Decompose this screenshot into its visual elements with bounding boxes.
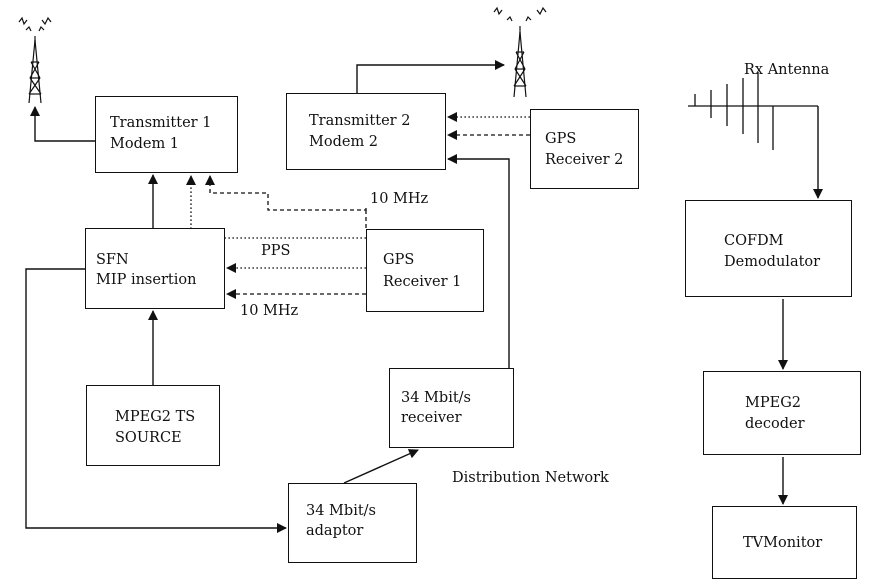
gps1-line2: Receiver 1 — [383, 274, 462, 290]
adaptor34-line1: 34 Mbit/s — [306, 503, 376, 519]
cofdm-line2: Demodulator — [724, 254, 821, 270]
gps1-10mhz-to-tx1-connector — [205, 175, 367, 211]
tx2-to-tower2-connector — [356, 60, 505, 93]
sfn-to-adaptor-connector — [25, 268, 287, 533]
ten-mhz-bottom-label: 10 MHz — [240, 303, 299, 319]
rx-antenna-icon — [688, 72, 818, 150]
mpeg2ts-line2: SOURCE — [115, 430, 182, 446]
gps-receiver-1-box: GPS Receiver 1 — [366, 229, 484, 312]
adaptor-34mbit-box: 34 Mbit/s adaptor — [288, 483, 417, 563]
mpeg2-decoder-box: MPEG2 decoder — [703, 371, 861, 455]
transmitter-2-modem-2-box: Transmitter 2 Modem 2 — [286, 93, 446, 170]
gps1-pps-to-tx1-connector — [186, 175, 366, 239]
tx1-line2: Modem 1 — [110, 136, 180, 152]
gps1-line1: GPS — [383, 252, 415, 268]
rx34-line1: 34 Mbit/s — [401, 390, 471, 406]
tx2-line2: Modem 2 — [309, 134, 379, 150]
tx-tower-2-icon — [493, 6, 547, 98]
cofdm-demodulator-box: COFDM Demodulator — [685, 200, 852, 297]
receiver-34mbit-box: 34 Mbit/s receiver — [389, 368, 514, 448]
mpeg2ts-line1: MPEG2 TS — [115, 409, 196, 425]
transmitter-1-modem-1-box: Transmitter 1 Modem 1 — [95, 96, 238, 173]
sfn-line1: SFN — [96, 252, 129, 268]
sfn-mip-insertion-box: SFN MIP insertion — [85, 228, 225, 309]
tx-tower-1-icon — [18, 16, 52, 104]
gps2-line2: Receiver 2 — [545, 152, 624, 168]
mpeg2-ts-source-box: MPEG2 TS SOURCE — [86, 385, 220, 466]
adaptor-to-receiver-connector — [343, 449, 419, 484]
tx2-line1: Transmitter 2 — [309, 113, 411, 129]
tx1-to-tower1-connector — [30, 106, 95, 142]
pps-label: PPS — [261, 243, 291, 259]
gps2-line1: GPS — [545, 131, 577, 147]
distribution-network-label: Distribution Network — [452, 470, 609, 486]
adaptor34-line2: adaptor — [306, 523, 364, 539]
mpeg2dec-line2: decoder — [745, 416, 805, 432]
rx34-line2: receiver — [401, 410, 462, 426]
gps-receiver-2-box: GPS Receiver 2 — [530, 109, 639, 189]
ten-mhz-top-label: 10 MHz — [370, 191, 429, 207]
tx1-line1: Transmitter 1 — [110, 115, 212, 131]
tvmonitor-line1: TVMonitor — [743, 535, 823, 551]
sfn-line2: MIP insertion — [96, 272, 197, 288]
receiver-to-tx2-connector — [447, 154, 510, 368]
mpeg2dec-line1: MPEG2 — [745, 395, 801, 411]
tv-monitor-box: TVMonitor — [712, 506, 857, 579]
cofdm-line1: COFDM — [724, 233, 784, 249]
rx-antenna-label: Rx Antenna — [744, 62, 830, 78]
